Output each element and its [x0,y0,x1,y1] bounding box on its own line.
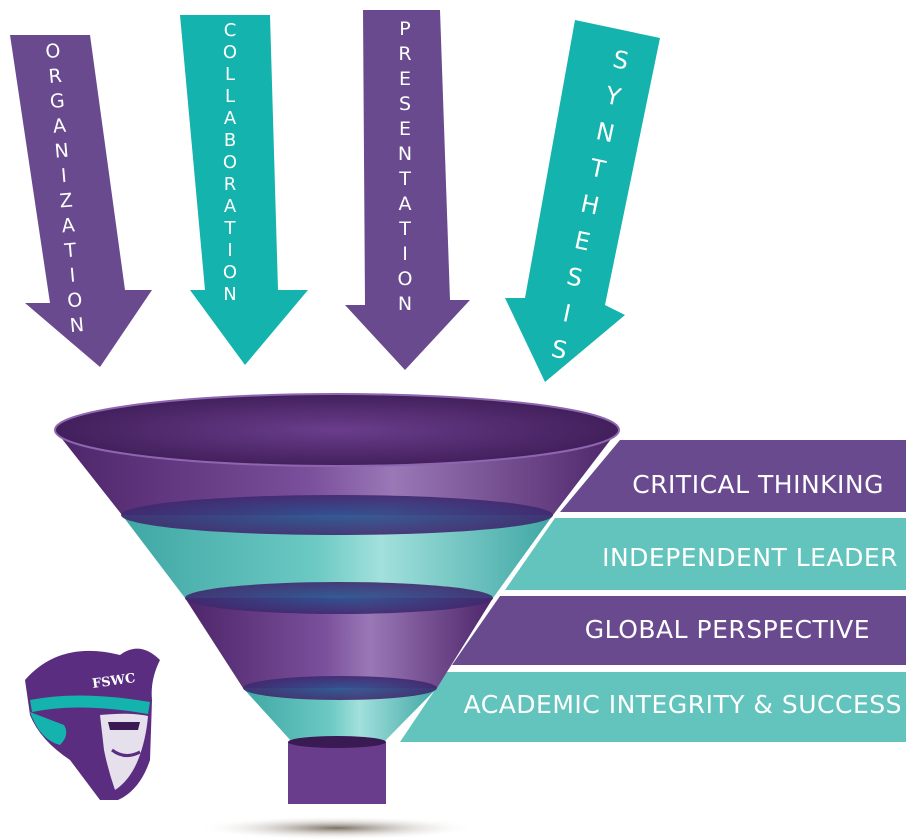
arrow-letter: T [399,218,411,240]
arrow-letter: N [397,143,413,165]
arrow-letter: N [68,313,85,338]
arrow-letter: H [578,189,602,221]
band-label-global-perspective: GLOBAL PERSPECTIVE [584,615,870,644]
band-academic-integrity [400,672,906,742]
band-independent-leader [505,518,906,590]
arrow-letter: R [47,64,63,88]
arrow-letter: I [402,243,408,265]
arrow-letter: T [399,168,411,190]
arrow-letter: G [49,89,66,113]
arrow-organization [10,35,152,367]
funnel-layer-4 [243,688,437,742]
arrow-letter: I [560,299,574,329]
arrow-letter: C [223,20,237,41]
arrow-letter: E [398,118,411,140]
arrow-letter: S [610,44,632,76]
arrow-letter: N [593,117,618,149]
arrow-letter: N [223,284,237,305]
arrow-letter: B [223,130,237,151]
arrow-letter: I [68,264,77,287]
funnel-layer-3 [185,598,493,688]
arrow-letter: O [66,288,84,313]
funnel-spout [288,742,386,804]
pirate-mascot-icon [25,648,160,800]
arrow-letter: S [564,262,585,293]
band-label-independent-leader: INDEPENDENT LEADER [602,543,898,572]
arrow-letter: N [53,139,70,163]
arrow-letter: O [222,262,238,283]
arrow-letter: A [223,196,237,217]
arrow-letter: N [397,293,413,315]
arrow-letter: L [224,86,236,107]
arrow-letter: O [222,152,238,173]
arrow-letter: I [60,164,68,188]
arrow-letter: P [399,18,411,40]
arrow-letter: I [227,240,233,261]
arrow-letter: A [52,114,67,138]
band-critical-thinking [560,440,906,512]
band-label-academic-integrity: ACADEMIC INTEGRITY & SUCCESS [463,690,902,719]
funnel [54,393,620,839]
arrow-letter: E [571,225,593,257]
arrow-letter: S [548,334,570,366]
funnel-top [54,393,620,467]
arrow-letter: R [398,43,412,65]
funnel-layer-2 [122,515,553,598]
arrow-synthesis [505,20,660,382]
arrow-presentation [345,10,470,370]
band-global-perspective [452,596,906,665]
arrow-letter: A [223,108,237,129]
arrow-letter: S [398,93,412,115]
arrow-collaboration [180,15,308,365]
funnel-shadow [197,816,477,839]
arrow-letter: A [60,214,76,238]
arrow-letter: Y [602,81,624,112]
band-label-critical-thinking: CRITICAL THINKING [632,470,884,499]
arrow-letter: T [587,153,608,185]
arrow-letter: E [398,68,411,90]
arrow-letter: O [222,42,238,63]
arrow-letter: L [224,64,236,85]
arrow-letter: O [44,39,62,64]
arrow-letter: A [398,193,412,215]
arrow-letter: R [223,174,237,195]
arrow-letter: T [63,239,78,263]
arrow-letter: Z [58,189,74,213]
arrow-letter: T [224,218,236,239]
arrow-letter: O [397,268,413,290]
